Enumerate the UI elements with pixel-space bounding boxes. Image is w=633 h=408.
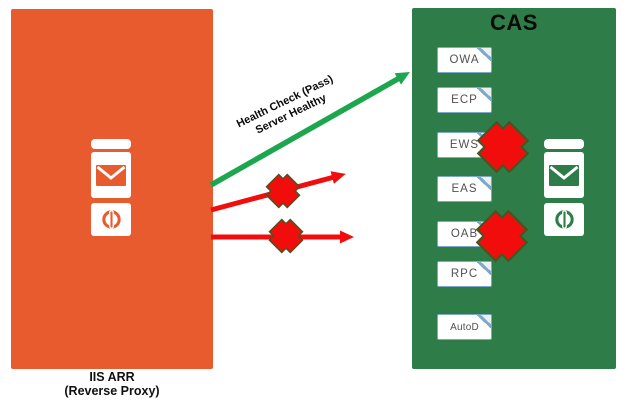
power-panel bbox=[544, 203, 584, 236]
service-box-rpc: RPC bbox=[437, 261, 492, 287]
service-box-autod: AutoD bbox=[437, 314, 492, 340]
service-box-ecp: ECP bbox=[437, 87, 492, 113]
cas-server-icon bbox=[544, 139, 584, 236]
proxy-caption-line2: (Reverse Proxy) bbox=[64, 384, 160, 398]
service-label-oab: OAB bbox=[450, 228, 479, 240]
mail-icon bbox=[549, 164, 579, 186]
service-label-autod: AutoD bbox=[450, 321, 479, 333]
blocked-x-icon bbox=[265, 173, 301, 209]
mail-panel bbox=[91, 152, 131, 198]
mail-panel bbox=[544, 152, 584, 198]
server-lid bbox=[544, 139, 584, 149]
mail-icon bbox=[96, 164, 126, 186]
service-box-oab: OAB bbox=[437, 221, 492, 247]
health-check-line2: Server Healthy bbox=[253, 92, 329, 137]
power-icon bbox=[101, 210, 121, 229]
power-panel bbox=[91, 203, 131, 236]
service-label-rpc: RPC bbox=[450, 268, 479, 280]
service-box-owa: OWA bbox=[437, 47, 492, 73]
blocked-x-icon bbox=[268, 218, 304, 254]
service-label-ews: EWS bbox=[449, 139, 480, 151]
proxy-caption-line1: IIS ARR bbox=[89, 370, 135, 384]
blocked-request-arrow-1 bbox=[210, 171, 346, 213]
health-check-label: Health Check (Pass) Server Healthy bbox=[205, 58, 370, 158]
proxy-caption: IIS ARR (Reverse Proxy) bbox=[11, 370, 213, 398]
service-box-ews: EWS bbox=[437, 132, 492, 158]
proxy-server-icon bbox=[91, 139, 131, 236]
cas-title: CAS bbox=[490, 10, 538, 35]
health-check-line1: Health Check (Pass) bbox=[234, 73, 336, 131]
service-box-eas: EAS bbox=[437, 176, 492, 202]
power-icon bbox=[554, 210, 574, 229]
server-lid bbox=[91, 139, 131, 149]
service-label-ecp: ECP bbox=[451, 94, 478, 106]
service-label-owa: OWA bbox=[449, 54, 480, 66]
service-label-eas: EAS bbox=[451, 183, 478, 195]
